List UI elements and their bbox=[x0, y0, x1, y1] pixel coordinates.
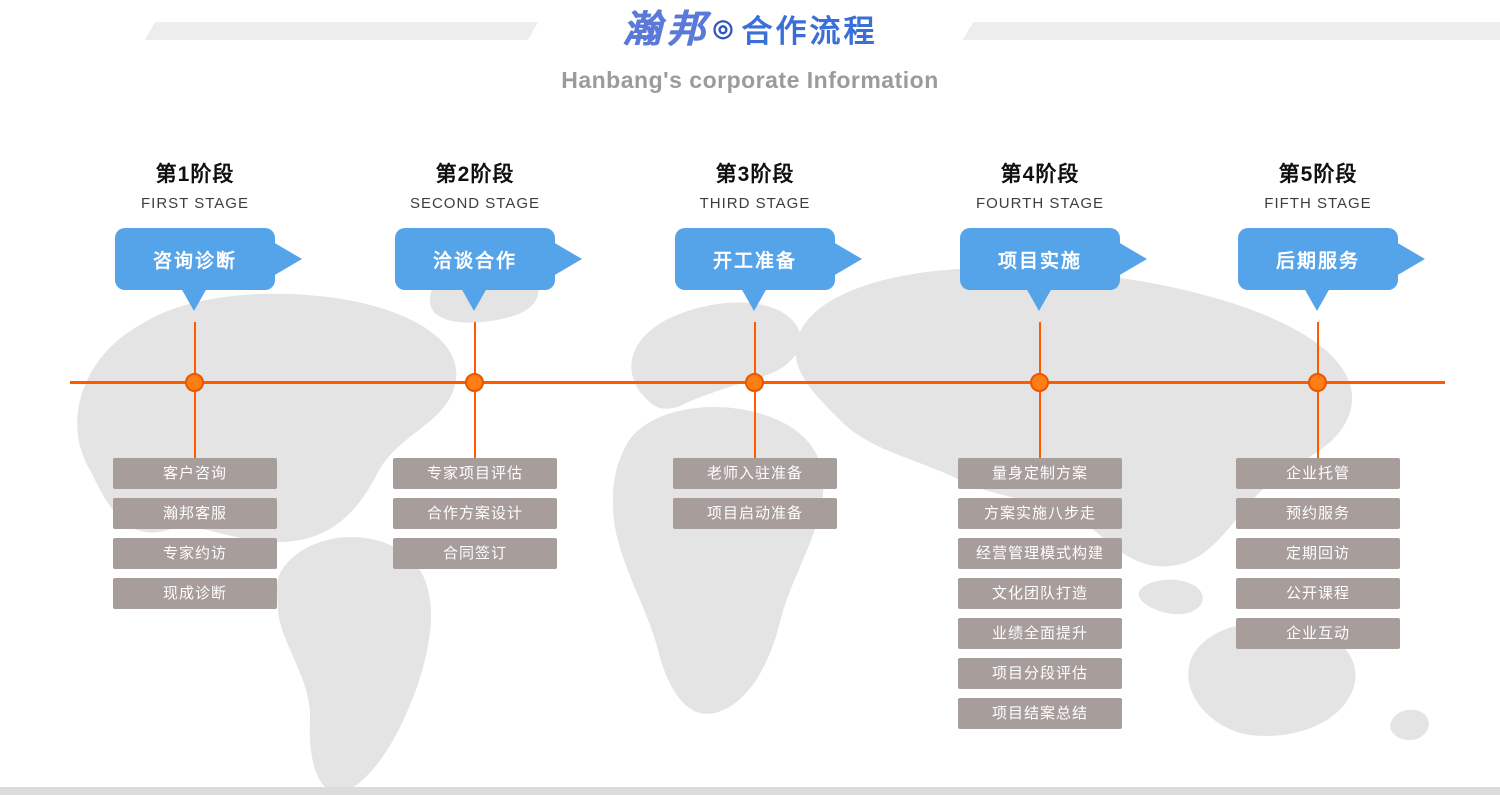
brand-logo-text: 瀚邦 bbox=[622, 6, 711, 51]
header: 瀚邦◎ 合作流程 Hanbang's corporate Information bbox=[0, 6, 1500, 94]
stage-bubble-label: 洽谈合作 bbox=[432, 250, 517, 272]
stage2-items: 专家项目评估 合作方案设计 合同签订 bbox=[393, 458, 557, 578]
stage-column-5: 第5阶段 FIFTH STAGE 后期服务 bbox=[1198, 158, 1438, 311]
stage-heading: 第2阶段 bbox=[435, 163, 515, 186]
list-item: 预约服务 bbox=[1236, 498, 1400, 529]
bottom-divider-bar bbox=[0, 787, 1500, 795]
stage-column-2: 第2阶段 SECOND STAGE 洽谈合作 bbox=[355, 158, 595, 311]
continent-australia bbox=[1188, 621, 1356, 736]
list-item: 企业互动 bbox=[1236, 618, 1400, 649]
stage-heading: 第4阶段 bbox=[1000, 163, 1080, 186]
logo-bullseye-icon: ◎ bbox=[712, 15, 734, 42]
stage-bubble-label: 咨询诊断 bbox=[152, 250, 237, 272]
continent-south-america bbox=[277, 536, 431, 793]
list-item: 项目启动准备 bbox=[673, 498, 837, 529]
stage-bubble-label: 项目实施 bbox=[997, 250, 1082, 272]
page-title: 合作流程 bbox=[741, 14, 878, 49]
stage4-items: 量身定制方案 方案实施八步走 经营管理模式构建 文化团队打造 业绩全面提升 项目… bbox=[958, 458, 1122, 738]
stage-bubble: 项目实施 bbox=[960, 228, 1120, 311]
list-item: 企业托管 bbox=[1236, 458, 1400, 489]
stage-heading: 第1阶段 bbox=[155, 163, 235, 186]
list-item: 方案实施八步走 bbox=[958, 498, 1122, 529]
stage-column-3: 第3阶段 THIRD STAGE 开工准备 bbox=[635, 158, 875, 311]
list-item: 文化团队打造 bbox=[958, 578, 1122, 609]
island-new-zealand bbox=[1390, 709, 1429, 740]
stage-heading-en: FOURTH STAGE bbox=[975, 195, 1105, 212]
list-item: 专家约访 bbox=[113, 538, 277, 569]
stage-column-4: 第4阶段 FOURTH STAGE 项目实施 bbox=[920, 158, 1160, 311]
continent-asia bbox=[795, 268, 1353, 567]
stage5-items: 企业托管 预约服务 定期回访 公开课程 企业互动 bbox=[1236, 458, 1400, 658]
list-item: 量身定制方案 bbox=[958, 458, 1122, 489]
list-item: 老师入驻准备 bbox=[673, 458, 837, 489]
list-item: 专家项目评估 bbox=[393, 458, 557, 489]
stage-heading-en: THIRD STAGE bbox=[699, 195, 811, 212]
timeline-dot-stage4 bbox=[1030, 373, 1049, 392]
list-item: 项目分段评估 bbox=[958, 658, 1122, 689]
timeline-dot-stage2 bbox=[465, 373, 484, 392]
list-item: 瀚邦客服 bbox=[113, 498, 277, 529]
list-item: 经营管理模式构建 bbox=[958, 538, 1122, 569]
continent-africa bbox=[612, 406, 824, 714]
island-southeast-asia bbox=[1138, 579, 1203, 615]
continent-europe bbox=[631, 302, 801, 409]
list-item: 现成诊断 bbox=[113, 578, 277, 609]
stage-bubble-label: 后期服务 bbox=[1275, 250, 1360, 272]
stage1-items: 客户咨询 瀚邦客服 专家约访 现成诊断 bbox=[113, 458, 277, 618]
timeline-dot-stage3 bbox=[745, 373, 764, 392]
stage-bubble: 洽谈合作 bbox=[395, 228, 555, 311]
stage-heading-en: FIFTH STAGE bbox=[1264, 195, 1372, 212]
stage-column-1: 第1阶段 FIRST STAGE 咨询诊断 bbox=[75, 158, 315, 311]
list-item: 公开课程 bbox=[1236, 578, 1400, 609]
list-item: 客户咨询 bbox=[113, 458, 277, 489]
list-item: 项目结案总结 bbox=[958, 698, 1122, 729]
list-item: 定期回访 bbox=[1236, 538, 1400, 569]
page-title-line: 瀚邦◎ 合作流程 bbox=[0, 6, 1500, 61]
page-subtitle: Hanbang's corporate Information bbox=[561, 67, 939, 93]
stage-heading-en: FIRST STAGE bbox=[141, 195, 249, 212]
timeline-dot-stage1 bbox=[185, 373, 204, 392]
list-item: 合作方案设计 bbox=[393, 498, 557, 529]
stage-heading: 第3阶段 bbox=[715, 163, 795, 186]
list-item: 合同签订 bbox=[393, 538, 557, 569]
stage-heading: 第5阶段 bbox=[1278, 163, 1358, 186]
stage-bubble: 咨询诊断 bbox=[115, 228, 275, 311]
list-item: 业绩全面提升 bbox=[958, 618, 1122, 649]
timeline-dot-stage5 bbox=[1308, 373, 1327, 392]
stage-bubble-label: 开工准备 bbox=[712, 250, 797, 272]
stage-heading-en: SECOND STAGE bbox=[409, 195, 541, 212]
stage-bubble: 开工准备 bbox=[675, 228, 835, 311]
stage-bubble: 后期服务 bbox=[1238, 228, 1398, 311]
stage3-items: 老师入驻准备 项目启动准备 bbox=[673, 458, 837, 538]
